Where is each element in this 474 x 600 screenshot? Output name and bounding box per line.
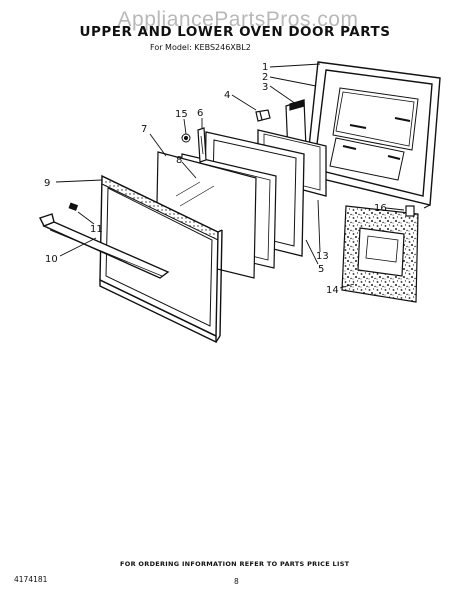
handle-end-cap	[68, 202, 79, 211]
callout-16: 16	[374, 203, 387, 214]
door-gasket	[341, 205, 419, 303]
leader-lines	[55, 63, 405, 289]
callout-5: 5	[318, 264, 324, 275]
door-handle	[39, 213, 170, 279]
outer-door-frame	[99, 174, 223, 344]
model-subtitle: For Model: KEBS246XBL2	[150, 43, 251, 52]
watermark: AppliancePartsPros.com	[117, 8, 359, 31]
gasket-block	[405, 205, 415, 217]
inner-door-liner	[299, 61, 441, 209]
screw	[181, 133, 191, 143]
ordering-note: FOR ORDERING INFORMATION REFER TO PARTS …	[120, 560, 350, 568]
callout-labels: 1 2 3 4 5 6 7 8 9 10 11 13 14 15 16	[44, 62, 387, 296]
callout-2: 2	[262, 72, 268, 83]
callout-10: 10	[45, 254, 58, 265]
callout-15: 15	[175, 109, 188, 120]
door-clip	[255, 109, 271, 122]
callout-8: 8	[176, 155, 182, 166]
hinge-bracket	[197, 127, 207, 163]
callout-6: 6	[197, 108, 203, 119]
callout-13: 13	[316, 251, 329, 262]
callout-14: 14	[326, 285, 339, 296]
callout-11: 11	[90, 224, 103, 235]
callout-7: 7	[141, 124, 147, 135]
document-number: 4174181	[14, 575, 48, 584]
callout-1: 1	[262, 62, 268, 73]
page-title: UPPER AND LOWER OVEN DOOR PARTS	[79, 24, 391, 40]
callout-3: 3	[262, 82, 268, 93]
page-number: 8	[234, 577, 239, 586]
callout-4: 4	[224, 90, 230, 101]
callout-9: 9	[44, 178, 50, 189]
